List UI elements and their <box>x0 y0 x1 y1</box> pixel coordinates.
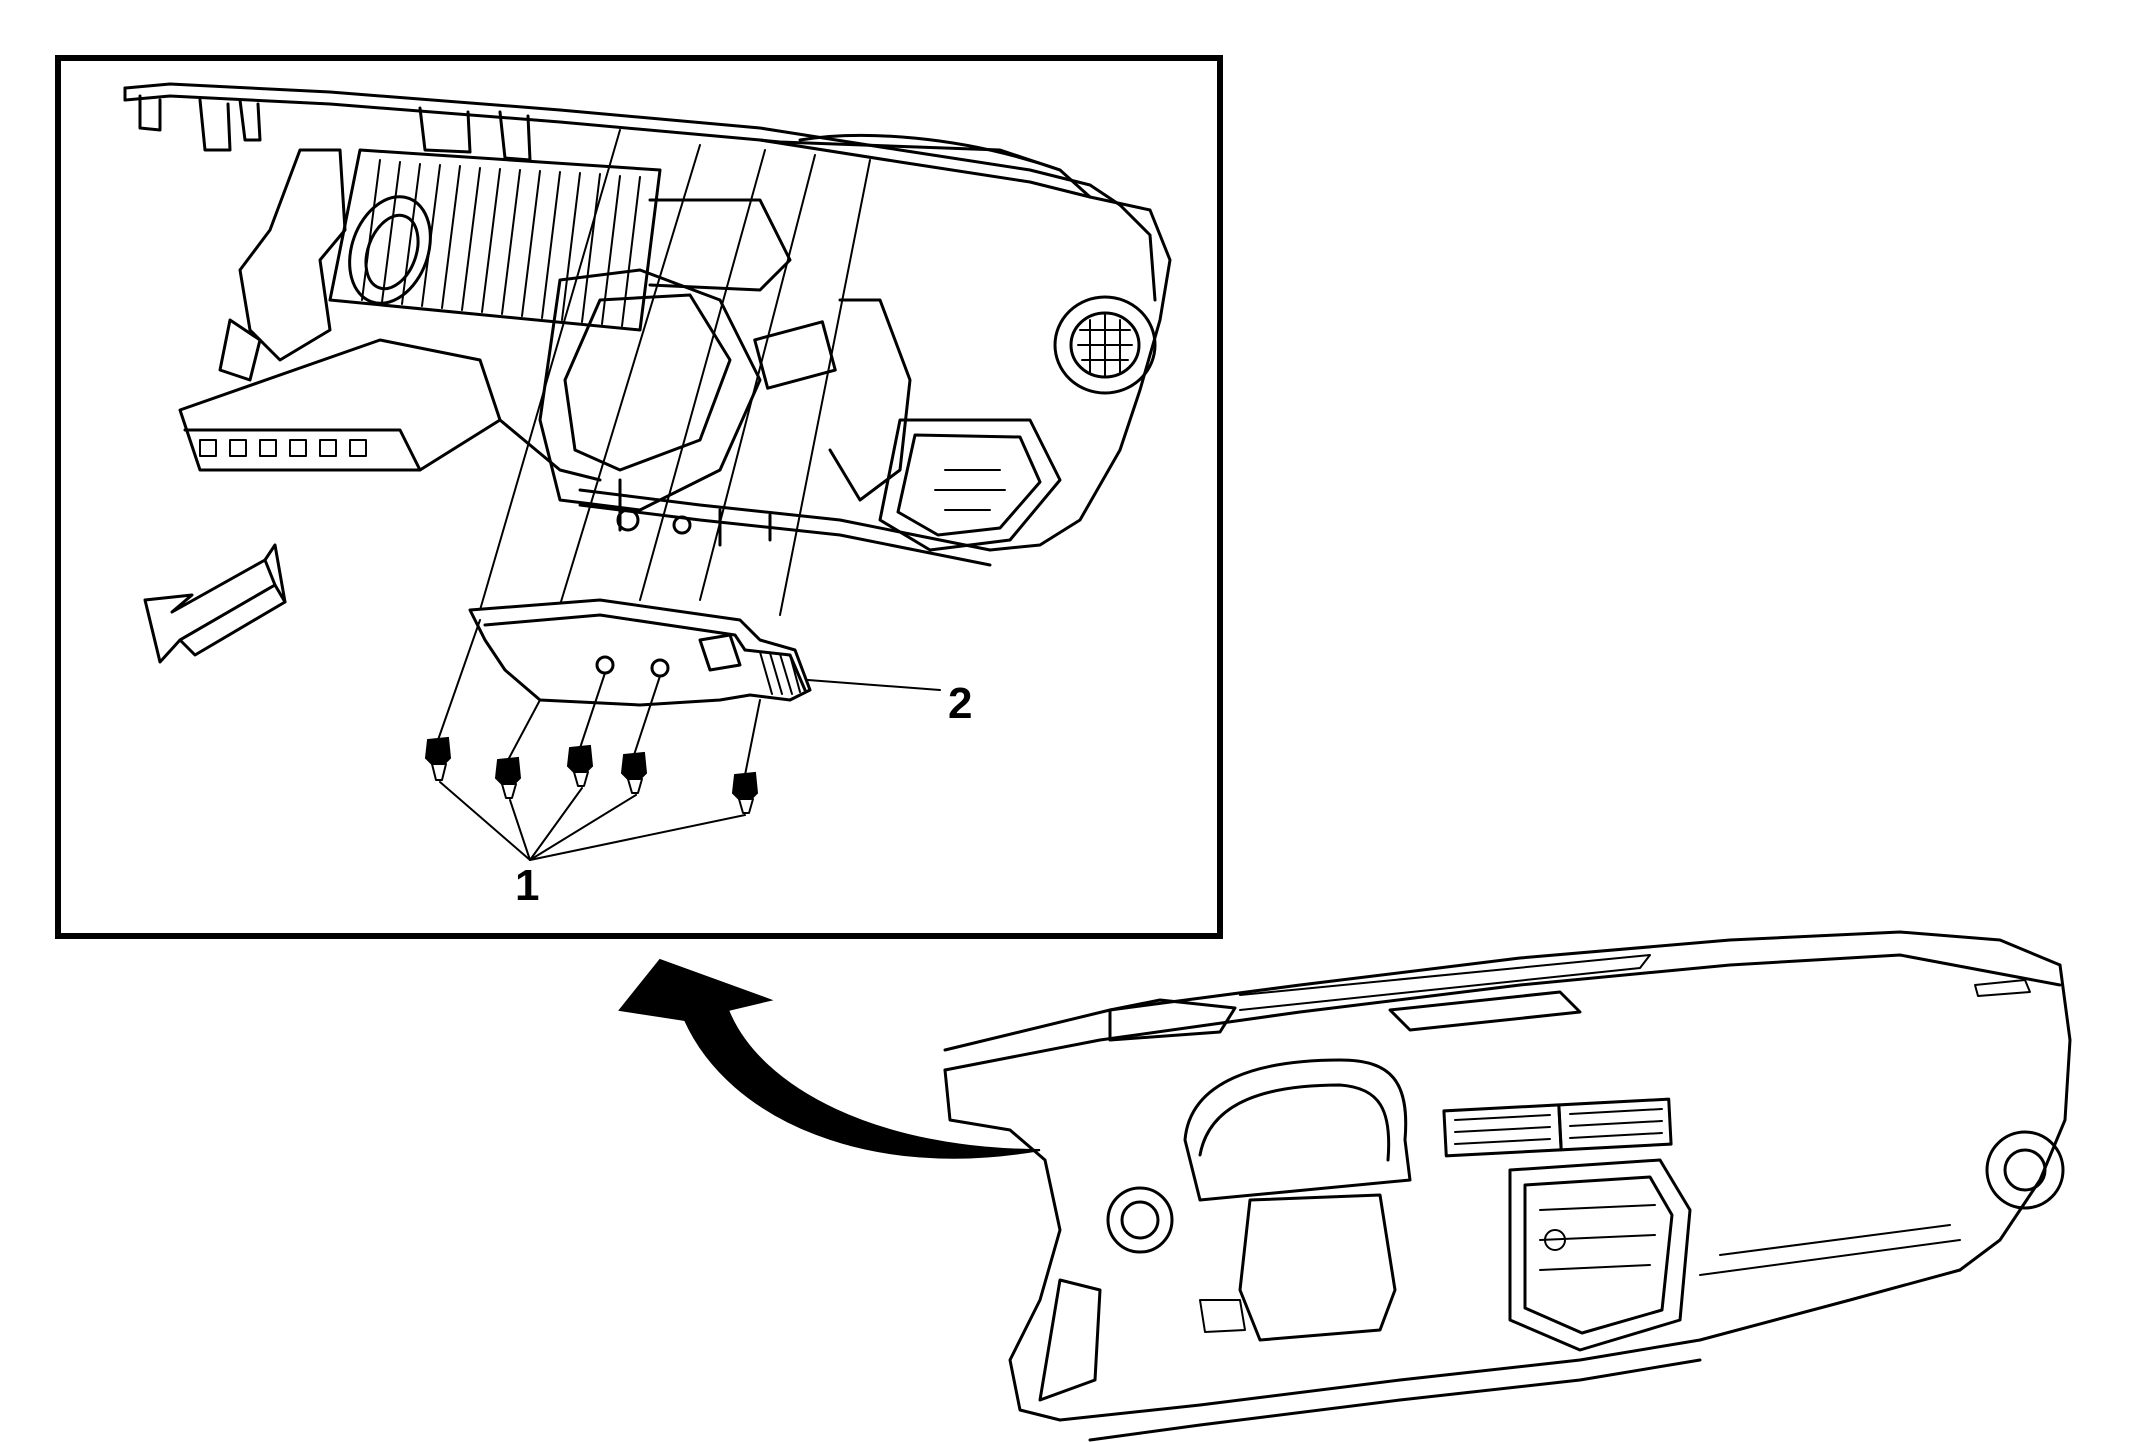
curved-zoom-arrow-icon <box>618 958 1041 1159</box>
module-component <box>468 598 812 707</box>
alignment-leader-lines <box>479 129 871 616</box>
front-direction-arrow-icon <box>143 543 287 664</box>
fastener-5 <box>731 699 761 814</box>
fastener-3 <box>566 672 606 787</box>
instrument-panel-overview <box>943 930 2072 1442</box>
detail-inset: 1 2 <box>55 55 1223 939</box>
callout-leaders <box>439 679 941 861</box>
fastener-4 <box>620 675 661 794</box>
instrument-panel-underside <box>123 82 1172 567</box>
callout-label-fasteners: 1 <box>515 861 539 910</box>
fastener-1 <box>424 619 481 781</box>
callout-label-module: 2 <box>948 679 972 728</box>
fastener-2 <box>494 699 541 799</box>
fasteners <box>424 619 761 814</box>
